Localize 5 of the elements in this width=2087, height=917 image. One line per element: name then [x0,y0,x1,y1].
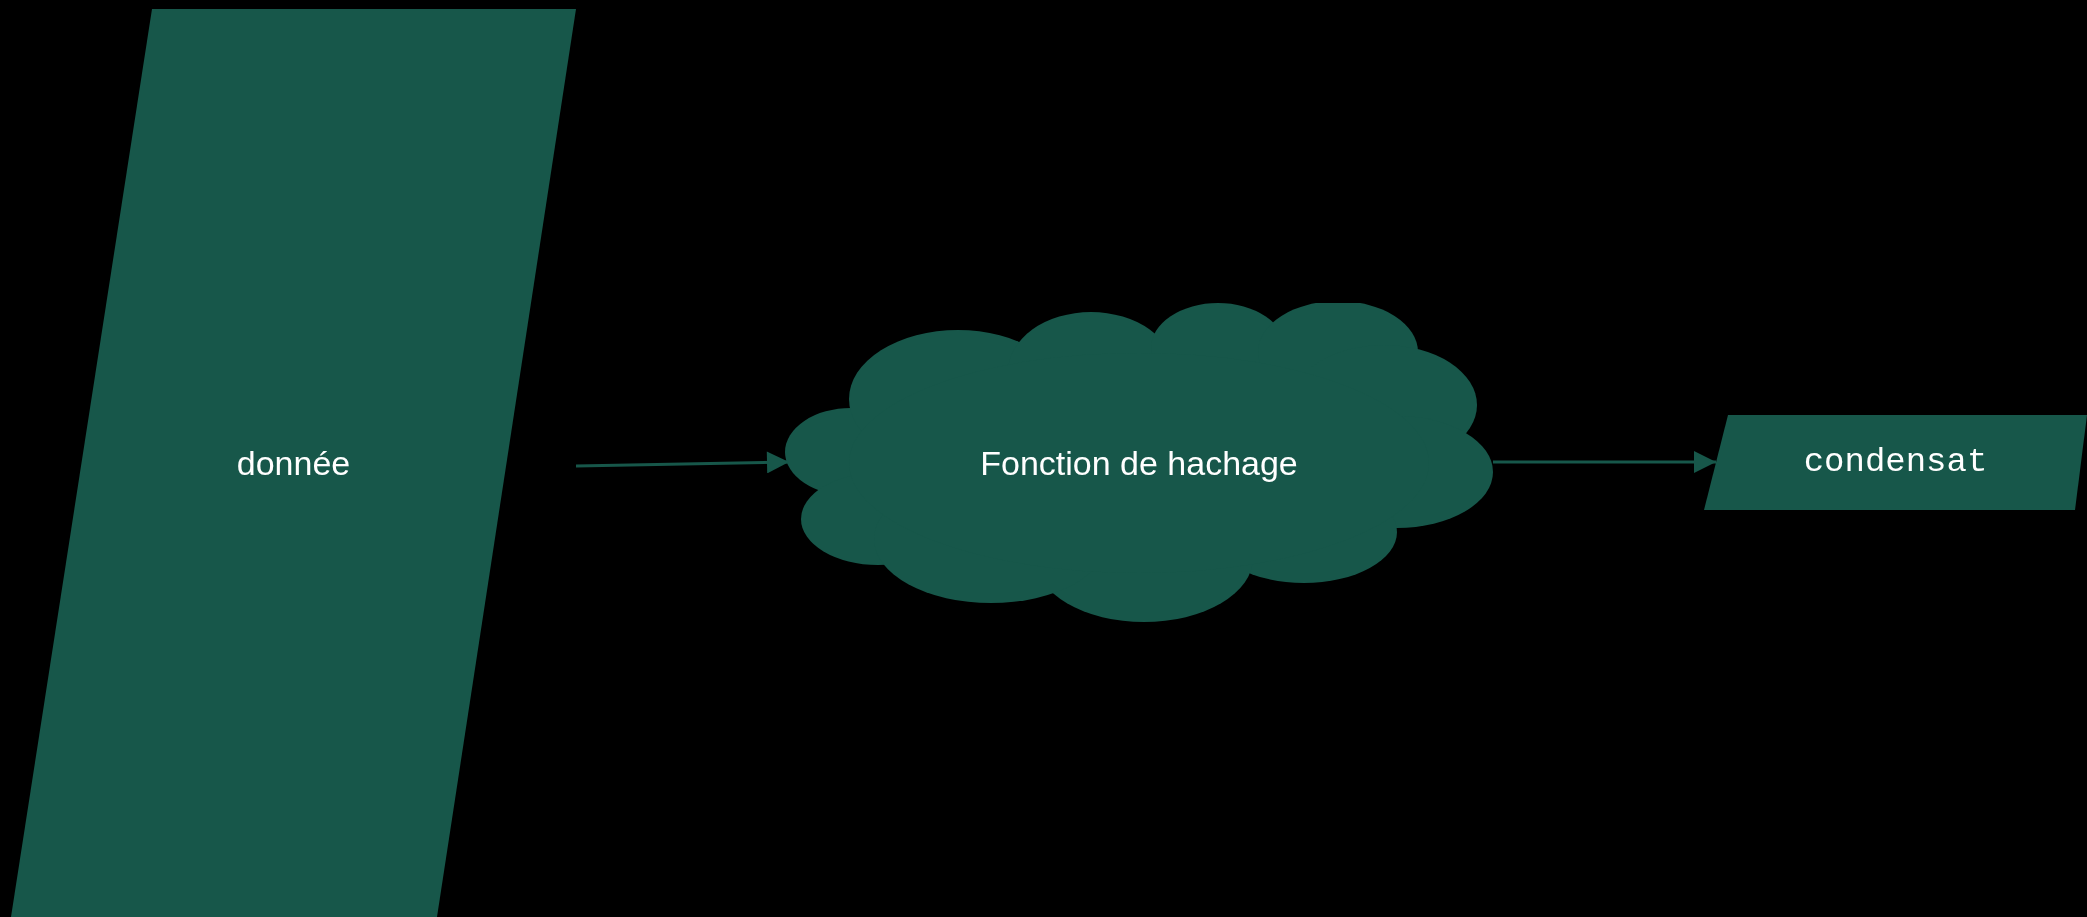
node-label: Fonction de hachage [980,442,1298,484]
arrow [1493,451,1716,473]
node-label: donnée [236,442,351,484]
node-label: condensat [1803,442,1988,484]
arrow [575,451,790,474]
